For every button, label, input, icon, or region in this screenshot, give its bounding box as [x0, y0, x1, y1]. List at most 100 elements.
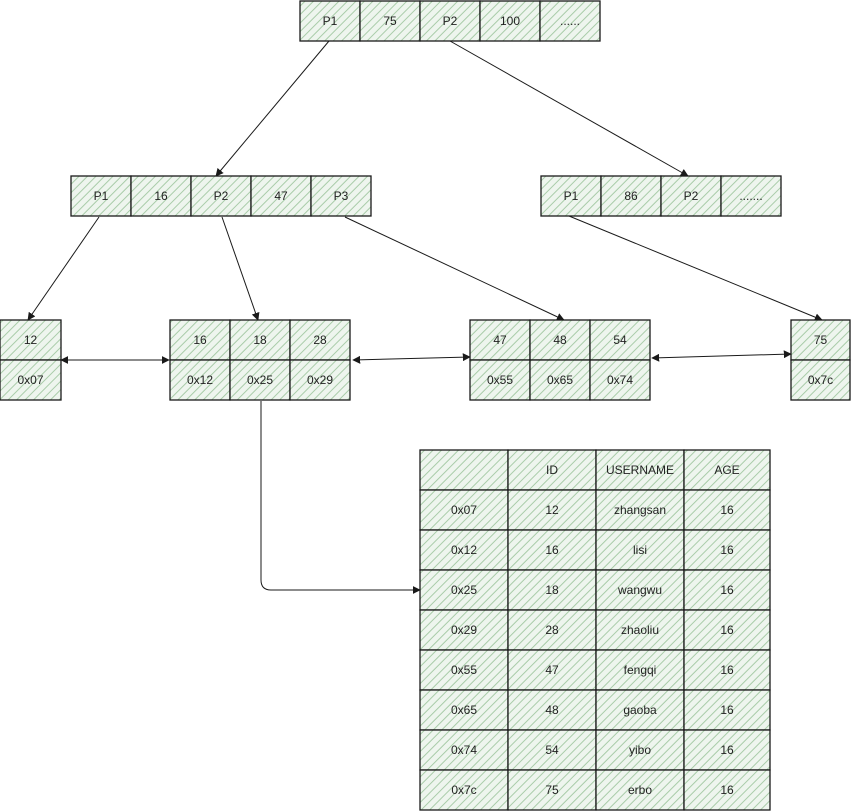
root-node-cell: P2 [419, 0, 481, 42]
table-cell: 12 [507, 489, 597, 531]
leaf-node-4-address: 0x7c [790, 359, 851, 401]
leaf-node-1-address-label: 0x07 [17, 373, 43, 387]
leaf-node-2-address: 0x25 [229, 359, 291, 401]
leaf-node-1: 12 0x07 [0, 319, 62, 401]
internal-node-right-cell-box [540, 175, 602, 217]
table-cell-label: 12 [545, 503, 559, 517]
table-cell-label: zhangsan [614, 503, 666, 517]
table-cell-label: 0x65 [451, 703, 477, 717]
table-cell: 0x07 [419, 489, 509, 531]
leaf-node-3-address: 0x74 [589, 359, 651, 401]
table-cell-label: 0x07 [451, 503, 477, 517]
table-cell-box [595, 569, 685, 611]
table-cell-label: zhaoliu [621, 623, 659, 637]
internal-node-right-cell-label: ....... [739, 189, 762, 203]
root-node-cell-box [539, 0, 601, 42]
edge-root-p2-to-right [449, 40, 689, 177]
internal-node-left-cell: P1 [70, 175, 132, 217]
table-cell: fengqi [595, 649, 685, 691]
table-cell-label: 16 [545, 543, 559, 557]
internal-node-right-cell-label: 86 [624, 189, 638, 203]
leaf-node-3-key: 54 [589, 319, 651, 361]
table-cell: 0x65 [419, 689, 509, 731]
table-header-cell-label: ID [546, 463, 558, 477]
table-cell-label: lisi [633, 543, 647, 557]
table-cell-label: 0x29 [451, 623, 477, 637]
edge-right-p1-to-leaf4 [568, 215, 823, 321]
table-cell-box [419, 529, 509, 571]
table-cell: zhangsan [595, 489, 685, 531]
leaf-node-3-key-box [529, 319, 591, 361]
root-node-cell-box [419, 0, 481, 42]
edge-left-p3-to-leaf3 [344, 216, 565, 321]
table-cell-box [683, 569, 771, 611]
leaf-node-2-key-label: 18 [253, 333, 267, 347]
table-cell: 28 [507, 609, 597, 651]
internal-node-left-cell-label: 47 [274, 189, 288, 203]
table-cell-label: 48 [545, 703, 559, 717]
leaf-node-2-address: 0x12 [169, 359, 231, 401]
table-cell-label: 18 [545, 583, 559, 597]
table-cell: 16 [683, 569, 771, 611]
table-cell: 0x12 [419, 529, 509, 571]
leaf-node-2-key: 28 [289, 319, 351, 361]
root-node-cell-label: P2 [443, 14, 458, 28]
table-cell-label: 16 [720, 623, 734, 637]
table-cell-label: fengqi [624, 663, 657, 677]
internal-node-right-cell: ....... [720, 175, 782, 217]
table-cell-label: 16 [720, 663, 734, 677]
table-cell-box [507, 729, 597, 771]
table-cell: 54 [507, 729, 597, 771]
leaf-node-3-address-label: 0x74 [607, 373, 633, 387]
leaf-node-2-key-box [289, 319, 351, 361]
connector-lines [27, 40, 823, 594]
table-cell-box [595, 769, 685, 811]
leaf-node-3-key-label: 47 [493, 333, 507, 347]
table-cell: 48 [507, 689, 597, 731]
leaf-node-3-address: 0x65 [529, 359, 591, 401]
table-cell: 0x7c [419, 769, 509, 811]
root-node-cell-label: P1 [323, 14, 338, 28]
table-header-cell-label: AGE [714, 463, 739, 477]
table-cell: 18 [507, 569, 597, 611]
table-cell-box [419, 769, 509, 811]
leaf-node-2: 16 18 28 0x12 0x25 0x29 [169, 319, 351, 401]
table-row: 0x12 16 lisi 16 [419, 529, 771, 571]
internal-node-right-cell-label: P2 [684, 189, 699, 203]
edge-left-p2-to-leaf2 [221, 216, 260, 321]
internal-node-right-cell-box [660, 175, 722, 217]
table-cell-label: 0x7c [451, 783, 476, 797]
table-cell: yibo [595, 729, 685, 771]
table-cell: erbo [595, 769, 685, 811]
leaf-node-2-address-label: 0x25 [247, 373, 273, 387]
edge-0x25-to-table-row [260, 401, 421, 594]
table-cell-box [419, 569, 509, 611]
table-cell: 47 [507, 649, 597, 691]
leaf-node-2-key: 18 [229, 319, 291, 361]
table-cell: lisi [595, 529, 685, 571]
root-node-cell-label: 100 [500, 14, 520, 28]
table-cell: 16 [683, 729, 771, 771]
table-cell-label: 16 [720, 543, 734, 557]
table-cell-label: 0x55 [451, 663, 477, 677]
table-cell: 0x25 [419, 569, 509, 611]
leaf-node-3-address-box [469, 359, 531, 401]
leaf-node-3-address-box [589, 359, 651, 401]
leaf-node-2-key: 16 [169, 319, 231, 361]
table-cell-box [419, 609, 509, 651]
leaf-node-3-address-box [529, 359, 591, 401]
leaf-node-2-address: 0x29 [289, 359, 351, 401]
table-cell-label: 16 [720, 743, 734, 757]
internal-node-left-cell-box [250, 175, 312, 217]
table-cell-box [595, 529, 685, 571]
leaf-node-4-key-label: 75 [814, 333, 828, 347]
table-cell: wangwu [595, 569, 685, 611]
leaf-node-1-key: 12 [0, 319, 62, 361]
leaf-node-2-key-label: 16 [193, 333, 207, 347]
